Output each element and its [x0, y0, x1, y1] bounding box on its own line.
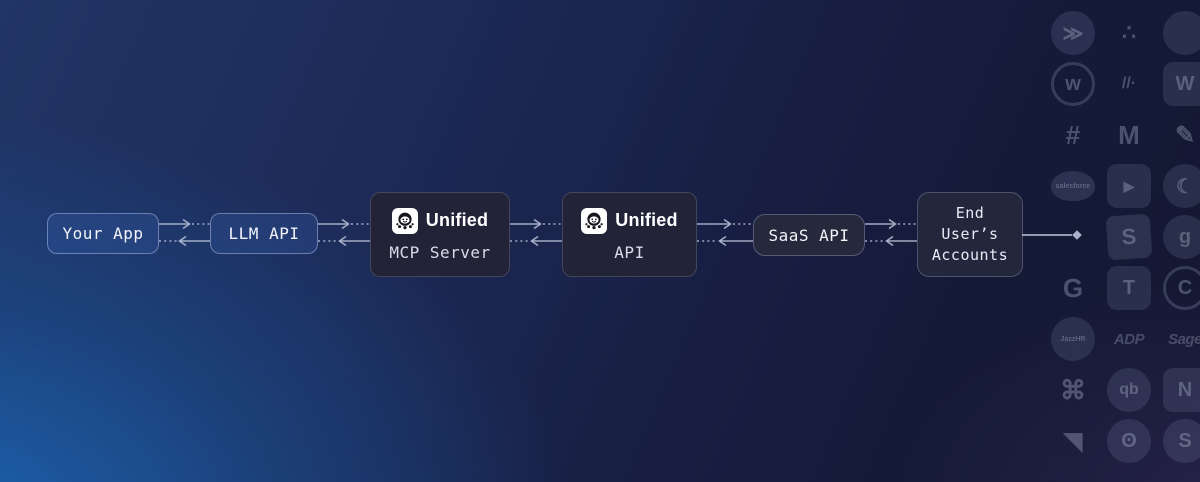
adp-logo-icon: ADP [1113, 330, 1145, 348]
skype-logo-icon: S [1163, 419, 1200, 463]
node-unified-api: Unified API [562, 192, 697, 277]
connector-your-app-llm-api [159, 216, 210, 248]
workable-logo-icon: W [1163, 62, 1200, 106]
crescent-app-logo-icon: ☾ [1163, 164, 1200, 208]
connector-mcp-server-unified-api [510, 216, 562, 248]
end-line-3: Accounts [931, 246, 1009, 264]
node-llm-api-label: LLM API [228, 224, 300, 243]
monday-logo-icon: //· [1121, 75, 1137, 92]
unified-octopus-logo-icon [391, 207, 418, 234]
microsoft-teams-logo-icon: T [1107, 266, 1151, 310]
mailchimp-logo-icon: ʘ [1107, 419, 1151, 463]
quickbooks-logo-icon: qb [1107, 368, 1151, 412]
request-response-arrows-icon [159, 218, 210, 247]
asana-logo-icon: ∴ [1122, 20, 1136, 45]
node-unified-api-label: API [614, 242, 645, 262]
greenhouse-logo-icon: g [1163, 215, 1200, 259]
request-response-arrows-icon [865, 218, 917, 247]
knot-app-logo-icon: ⌘ [1060, 374, 1086, 405]
unified-wordmark: Unified [615, 210, 678, 230]
google-logo-icon: G [1062, 272, 1084, 303]
zoom-logo-icon: ▶ [1107, 164, 1151, 208]
calendly-logo-icon: C [1163, 266, 1200, 310]
node-end-users-accounts: End User’s Accounts [917, 192, 1023, 277]
sage-logo-icon: Sage [1168, 330, 1200, 348]
unknown-circle-logo-icon [1163, 11, 1200, 55]
slack-logo-icon: # [1065, 119, 1081, 150]
salesforce-logo-icon: salesforce [1051, 171, 1095, 201]
node-llm-api: LLM API [210, 213, 318, 254]
saas-app-logo-grid: ≫ ∴ w //· W # M ✎ salesforce ▶ ☾ S g G T… [1051, 11, 1200, 463]
pencil-app-logo-icon: ✎ [1174, 121, 1196, 149]
unified-wordmark: Unified [425, 210, 489, 230]
unified-octopus-logo-icon [581, 207, 608, 234]
workday-logo-icon: w [1051, 62, 1095, 106]
node-your-app-label: Your App [62, 224, 144, 243]
activecampaign-logo-icon: ≫ [1051, 11, 1095, 55]
node-unified-mcp-server: Unified MCP Server [370, 192, 510, 277]
end-line-2: User’s [941, 225, 999, 243]
connector-saas-api-end-users [865, 216, 917, 248]
shopify-logo-icon: S [1105, 213, 1153, 261]
connector-llm-api-mcp-server [318, 216, 370, 248]
dynamics365-logo-icon: ◥ [1063, 427, 1083, 455]
end-line-1: End [955, 204, 985, 222]
node-your-app: Your App [47, 213, 159, 254]
jazzhr-logo-icon: JazzHR [1051, 317, 1095, 361]
node-mcp-server-label: MCP Server [389, 242, 491, 262]
request-response-arrows-icon [510, 218, 562, 247]
gmail-logo-icon: M [1118, 119, 1140, 150]
connection-to-apps-line [1022, 227, 1088, 243]
node-saas-api-label: SaaS API [768, 225, 850, 245]
node-saas-api: SaaS API [753, 214, 865, 256]
request-response-arrows-icon [318, 218, 370, 247]
node-end-users-label: End User’s Accounts [932, 203, 1008, 266]
request-response-arrows-icon [697, 218, 753, 247]
diamond-endpoint-icon [1022, 230, 1082, 240]
unified-brand-row: Unified [391, 207, 489, 234]
connector-unified-api-saas-api [697, 216, 753, 248]
notion-logo-icon: N [1163, 368, 1200, 412]
unified-brand-row: Unified [581, 207, 678, 234]
